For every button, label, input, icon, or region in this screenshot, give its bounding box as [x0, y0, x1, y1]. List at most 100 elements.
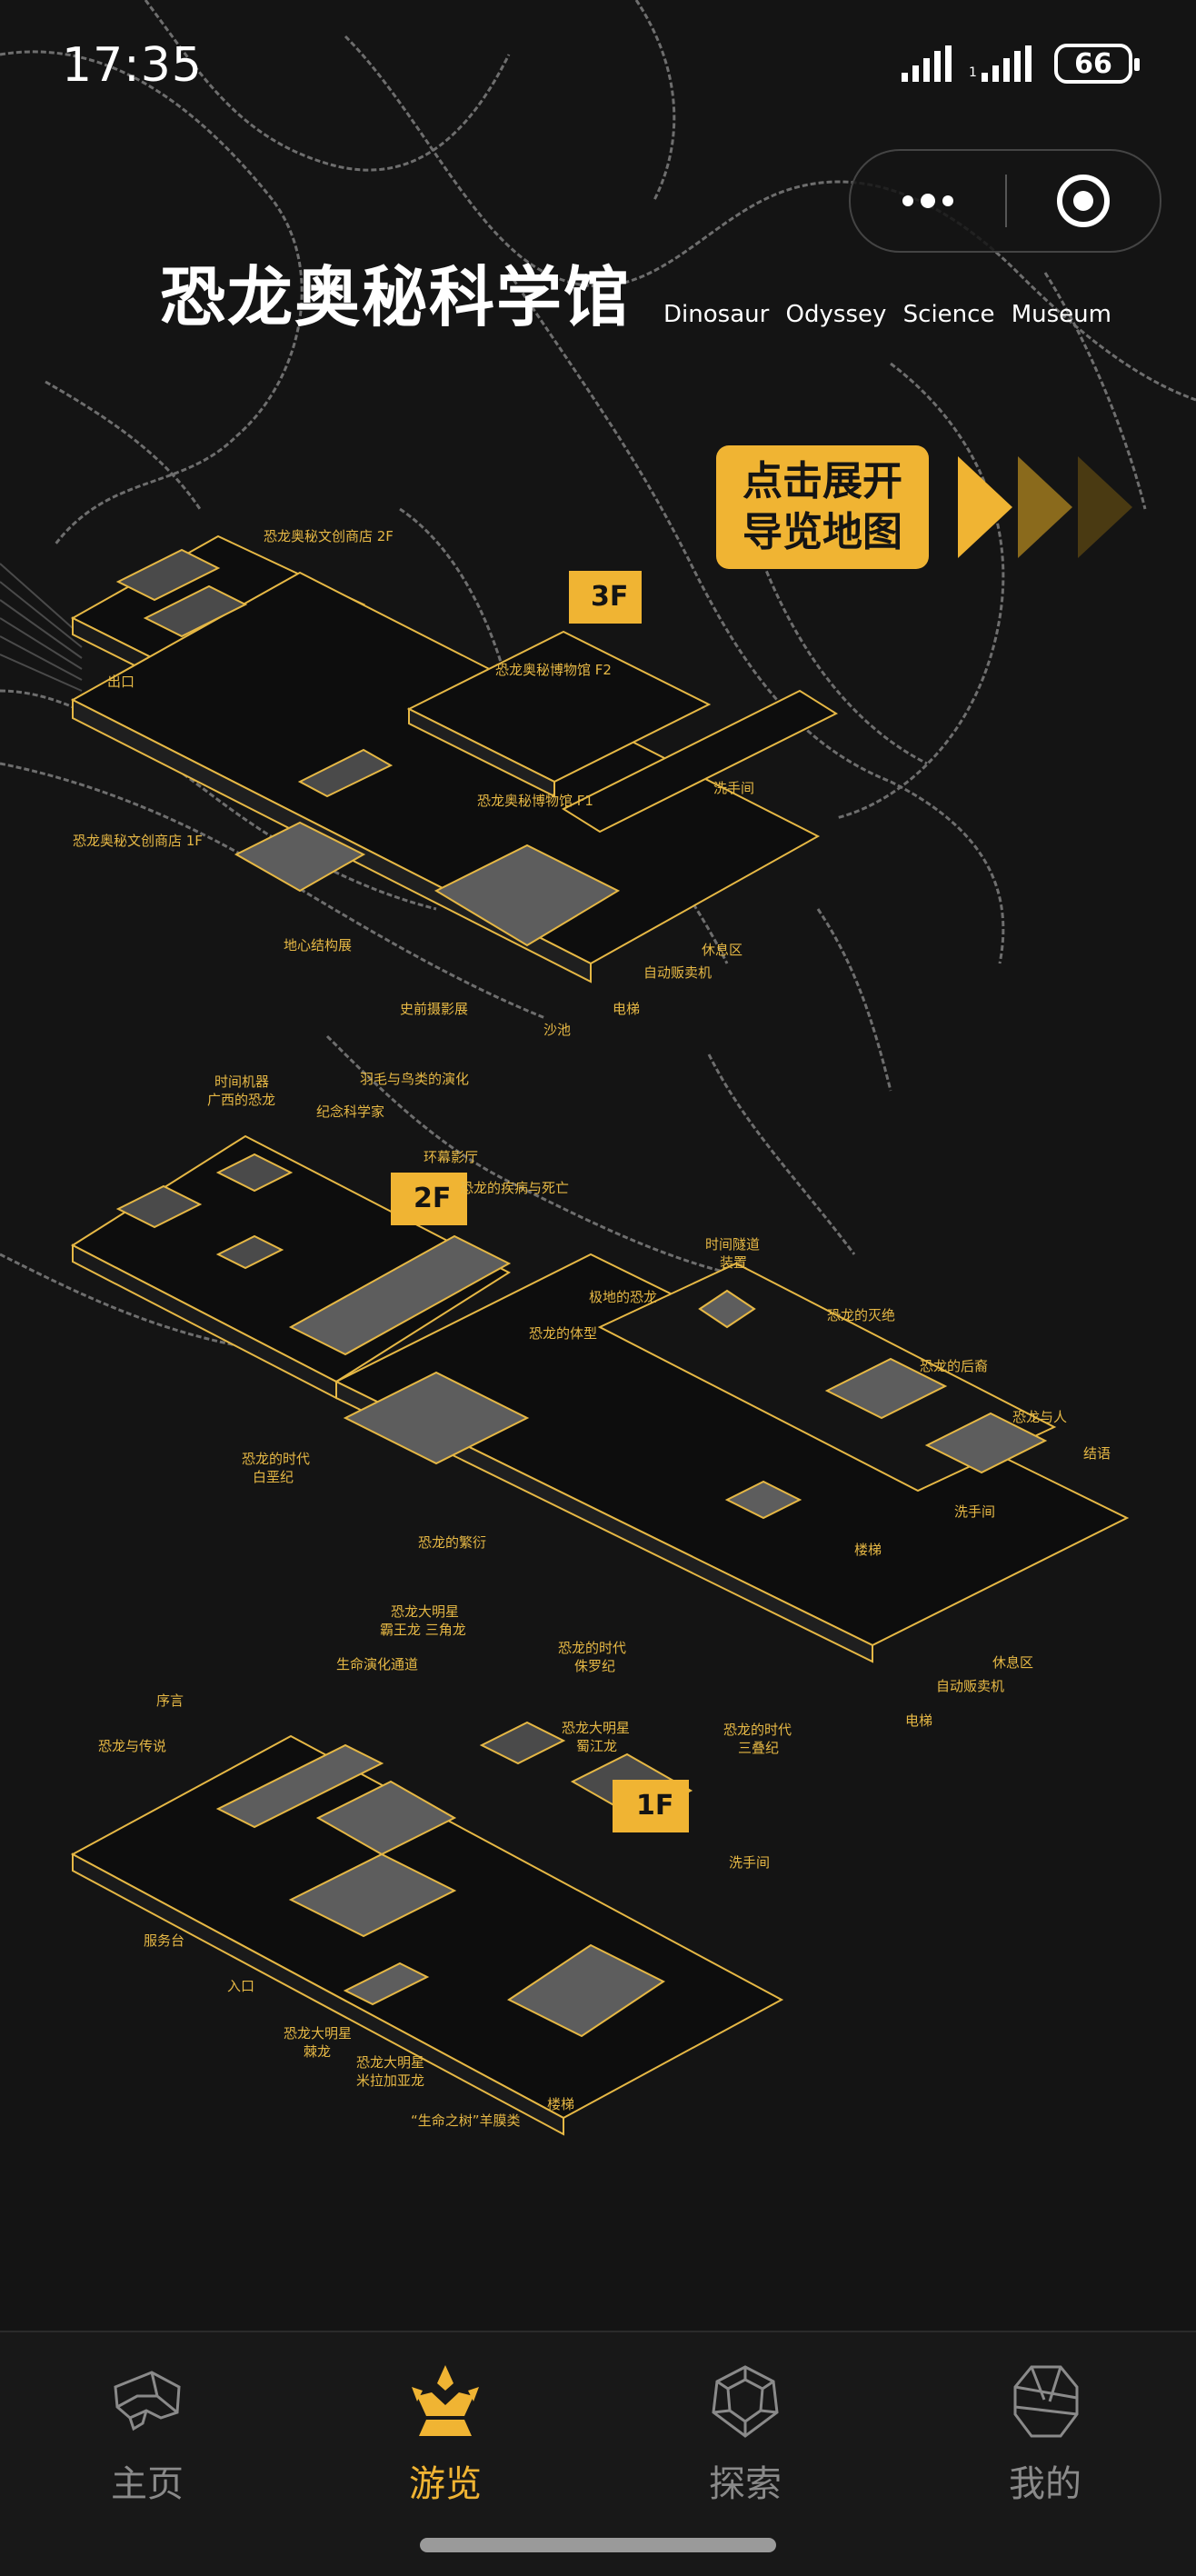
floor-3f[interactable]	[70, 534, 839, 983]
area-label: “生命之树”羊膜类	[411, 2112, 521, 2129]
floor-1f-labels: 生命演化通道 序言 恐龙与传说 洗手间 服务台 入口 恐龙大明星 棘龙 恐龙大明…	[98, 1656, 770, 2129]
floor-map[interactable]: 3F 恐龙奥秘文创商店 2F 恐龙奥秘博物馆 F2 恐龙奥秘博物馆 F1 洗手间…	[0, 509, 1196, 2145]
floor-1f[interactable]	[70, 1721, 784, 2136]
area-label: 恐龙大明星	[391, 1603, 459, 1620]
floor-3f-labels: 恐龙奥秘文创商店 2F 恐龙奥秘博物馆 F2 恐龙奥秘博物馆 F1 洗手间 出口…	[73, 528, 754, 1038]
area-label: 恐龙的时代	[558, 1640, 626, 1656]
expand-button-line1: 点击展开	[743, 458, 902, 504]
floor-label-3f-bg	[569, 571, 642, 624]
area-label: 三叠纪	[738, 1740, 779, 1756]
area-label: 恐龙的体型	[529, 1325, 597, 1342]
svg-text:1: 1	[969, 65, 977, 80]
expand-button-line2: 导览地图	[743, 509, 902, 555]
area-label: 恐龙大明星	[356, 2054, 424, 2071]
capsule-divider	[1005, 175, 1007, 227]
area-label: 电梯	[905, 1712, 932, 1729]
area-label: 服务台	[144, 1932, 184, 1949]
signal-4g-icon: 1	[969, 45, 1032, 82]
area-label: 纪念科学家	[316, 1103, 384, 1120]
area-label: 极地的恐龙	[589, 1289, 657, 1305]
area-label: 自动贩卖机	[936, 1678, 1004, 1694]
area-label: 洗手间	[954, 1503, 995, 1520]
area-label: 白垩纪	[253, 1469, 294, 1485]
area-label: 出口	[107, 674, 135, 690]
area-label: 恐龙大明星	[284, 2025, 352, 2042]
tab-explore[interactable]: 探索	[654, 2360, 836, 2507]
area-label: 恐龙的繁衍	[418, 1534, 486, 1551]
area-label: 环幕影厅	[424, 1149, 478, 1165]
area-label: 恐龙奥秘文创商店 1F	[73, 833, 203, 849]
dino-egg-icon	[712, 2365, 779, 2438]
floor-label-2f-bg	[391, 1173, 467, 1225]
floor-2f[interactable]	[70, 1134, 1130, 1663]
area-label: 结语	[1083, 1445, 1111, 1462]
area-label: 恐龙与人	[1012, 1409, 1067, 1425]
tab-tour[interactable]: 游览	[354, 2360, 536, 2507]
area-label: 洗手间	[729, 1854, 770, 1871]
status-icons: 1 66	[902, 44, 1140, 84]
area-label: 霸王龙 三角龙	[380, 1622, 466, 1638]
status-bar: 17:35 1 66	[0, 0, 1196, 136]
area-label: 史前摄影展	[400, 1001, 468, 1017]
dino-skull-icon	[114, 2371, 181, 2431]
area-label: 自动贩卖机	[643, 964, 712, 981]
area-label: 棘龙	[304, 2043, 331, 2060]
area-label: 时间隧道	[705, 1236, 760, 1253]
area-label: 洗手间	[713, 780, 754, 796]
battery-indicator: 66	[1054, 44, 1140, 84]
area-label: 时间机器	[214, 1073, 269, 1090]
expand-guide-map-button[interactable]: 点击展开 导览地图	[716, 445, 929, 569]
area-label: 恐龙奥秘文创商店 2F	[264, 528, 394, 544]
home-indicator[interactable]	[420, 2538, 776, 2552]
title-english: Dinosaur Odyssey Science Museum	[663, 301, 1111, 328]
area-label: 恐龙与传说	[98, 1738, 166, 1754]
bottom-tab-bar: 主页 游览 探索	[0, 2331, 1196, 2576]
area-label: 入口	[227, 1978, 254, 1994]
target-icon	[1057, 175, 1110, 227]
area-label: 电梯	[613, 1001, 640, 1017]
area-label: 恐龙大明星	[562, 1720, 630, 1736]
floor-2f-labels: 时间机器 广西的恐龙 羽毛与鸟类的演化 纪念科学家 环幕影厅 恐龙的疾病与死亡 …	[207, 1071, 1111, 1756]
more-button[interactable]	[851, 151, 1005, 251]
area-label: 米拉加亚龙	[356, 2072, 424, 2089]
area-label: 序言	[156, 1692, 184, 1709]
tab-mine[interactable]: 我的	[954, 2360, 1136, 2507]
area-label: 恐龙奥秘博物馆 F2	[495, 662, 612, 678]
dino-head-icon	[1013, 2365, 1079, 2438]
area-label: 侏罗纪	[574, 1658, 615, 1674]
more-dots-icon	[902, 194, 953, 208]
crown-dino-icon	[412, 2365, 479, 2436]
signal-icon	[902, 45, 952, 82]
area-label: 楼梯	[854, 1542, 882, 1558]
title-chinese: 恐龙奥秘科学馆	[160, 259, 632, 335]
area-label: 恐龙的后裔	[920, 1358, 988, 1374]
area-label: 楼梯	[547, 2096, 574, 2112]
floor-label-1f: 1F	[636, 1790, 673, 1822]
page-title: 恐龙奥秘科学馆 Dinosaur Odyssey Science Museum	[160, 244, 1111, 339]
tab-mine-label: 我的	[1009, 2463, 1081, 2505]
floor-label-1f-bg	[613, 1780, 689, 1832]
tab-home-label: 主页	[111, 2463, 184, 2505]
area-label: 恐龙的灭绝	[827, 1307, 895, 1323]
miniprogram-capsule	[849, 149, 1161, 253]
area-label: 生命演化通道	[336, 1656, 418, 1672]
area-label: 广西的恐龙	[207, 1092, 275, 1108]
area-label: 恐龙的疾病与死亡	[460, 1180, 569, 1196]
area-label: 恐龙的时代	[723, 1722, 792, 1738]
area-label: 装置	[720, 1254, 747, 1271]
area-label: 沙池	[543, 1022, 571, 1038]
triple-arrow-icon	[958, 456, 1132, 558]
status-time: 17:35	[62, 38, 203, 93]
area-label: 羽毛与鸟类的演化	[360, 1071, 469, 1087]
dinosaur-line-art	[0, 0, 1196, 1347]
area-label: 休息区	[992, 1654, 1033, 1671]
area-label: 蜀江龙	[576, 1738, 617, 1754]
tab-explore-label: 探索	[709, 2463, 782, 2505]
floor-label-2f: 2F	[414, 1183, 451, 1214]
close-miniprogram-button[interactable]	[1007, 151, 1160, 251]
area-label: 恐龙奥秘博物馆 F1	[477, 793, 593, 809]
tab-home[interactable]: 主页	[56, 2360, 238, 2507]
area-label: 地心结构展	[284, 937, 352, 954]
tab-tour-label: 游览	[409, 2463, 482, 2505]
floor-label-3f: 3F	[591, 581, 628, 613]
